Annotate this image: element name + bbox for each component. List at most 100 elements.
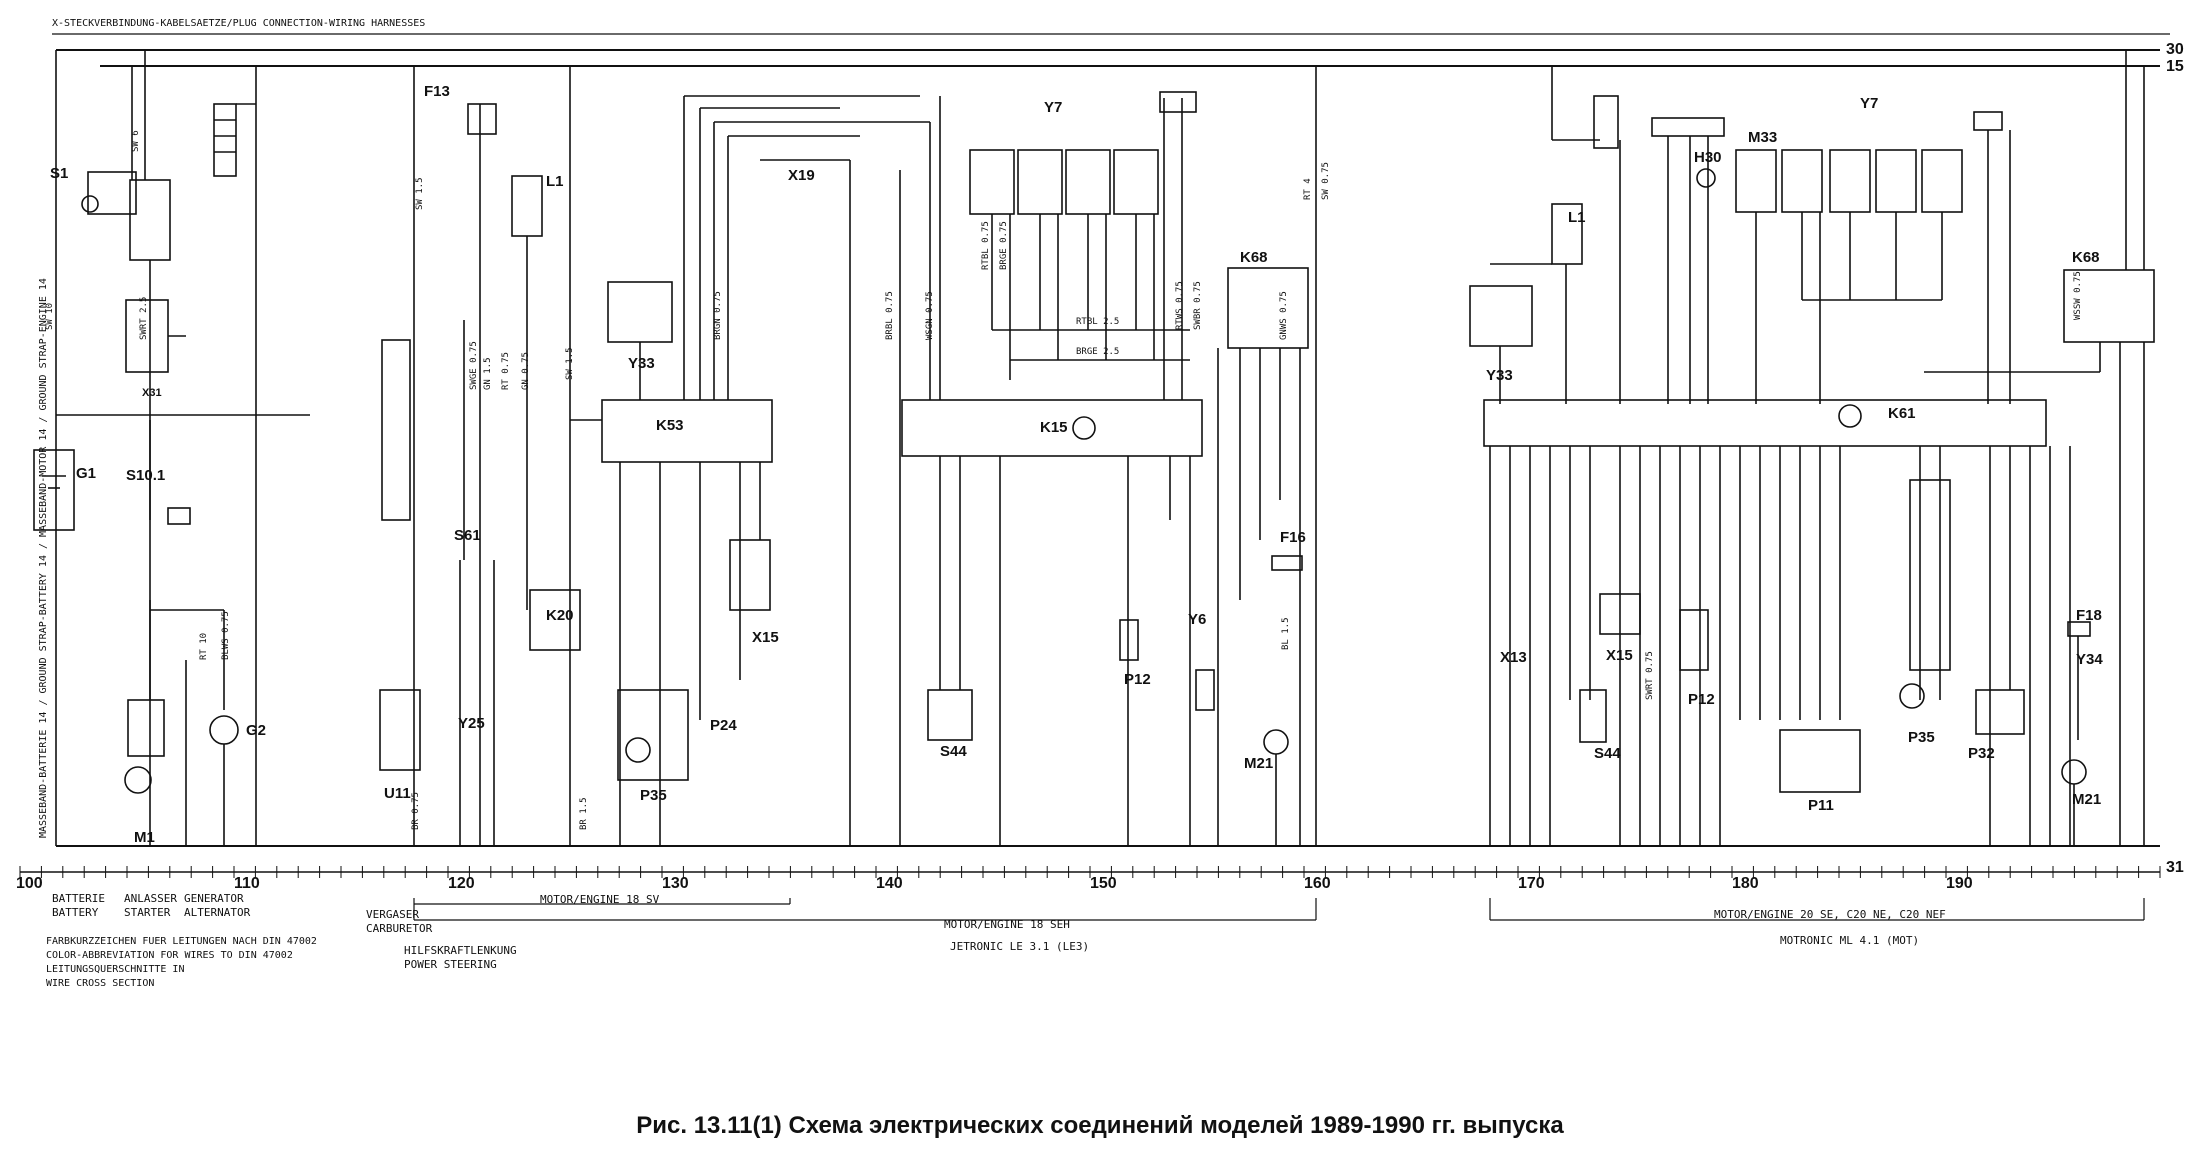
scale-190: 190 xyxy=(1946,875,1973,892)
svg-text:SW 10: SW 10 xyxy=(45,303,55,330)
svg-text:MOTRONIC ML 4.1 (MOT): MOTRONIC ML 4.1 (MOT) xyxy=(1780,934,1919,947)
svg-text:SW 1.5: SW 1.5 xyxy=(565,347,575,380)
svg-text:SWGE 0.75: SWGE 0.75 xyxy=(469,341,479,390)
section-brackets xyxy=(413,898,2145,921)
svg-text:JETRONIC LE 3.1 (LE3): JETRONIC LE 3.1 (LE3) xyxy=(950,940,1089,953)
rail-31-label: 31 xyxy=(2166,859,2184,876)
label-M1: M1 xyxy=(134,829,155,846)
label-K68-right: K68 xyxy=(2072,249,2100,266)
svg-text:BRBL 0.75: BRBL 0.75 xyxy=(885,291,895,340)
svg-text:MOTOR/ENGINE 18 SEH: MOTOR/ENGINE 18 SEH xyxy=(944,918,1070,931)
svg-text:BRGE 2.5: BRGE 2.5 xyxy=(1076,347,1119,357)
svg-text:SWBR 0.75: SWBR 0.75 xyxy=(1193,281,1203,330)
rail-15-label: 15 xyxy=(2166,58,2184,75)
section-carburetor xyxy=(379,66,773,846)
label-P32: P32 xyxy=(1968,745,1995,762)
label-M21-right: M21 xyxy=(2072,791,2101,808)
scale-bar: 100 110 120 130 140 150 160 170 180 190 xyxy=(16,866,2161,892)
label-S44-right: S44 xyxy=(1594,745,1621,762)
label-Y6: Y6 xyxy=(1188,611,1206,628)
label-P12-right: P12 xyxy=(1688,691,1715,708)
svg-text:RT 0.75: RT 0.75 xyxy=(501,352,511,390)
label-P35-left: P35 xyxy=(640,787,667,804)
svg-text:BLWS 0.75: BLWS 0.75 xyxy=(221,611,231,660)
svg-text:GN 1.5: GN 1.5 xyxy=(483,357,493,390)
label-X13: X13 xyxy=(1500,649,1527,666)
svg-text:WSGN 0.75: WSGN 0.75 xyxy=(925,291,935,340)
label-K68-left: K68 xyxy=(1240,249,1268,266)
rail-30-label: 30 xyxy=(2166,41,2184,58)
scale-170: 170 xyxy=(1518,875,1545,892)
label-Y33-right: Y33 xyxy=(1486,367,1513,384)
svg-text:BL 1.5: BL 1.5 xyxy=(1281,617,1291,650)
label-F13: F13 xyxy=(424,83,450,100)
label-G1: G1 xyxy=(76,465,96,482)
svg-text:RTBL 2.5: RTBL 2.5 xyxy=(1076,317,1119,327)
svg-text:RT 10: RT 10 xyxy=(199,633,209,660)
svg-text:GNWS 0.75: GNWS 0.75 xyxy=(1279,291,1289,340)
label-Y34: Y34 xyxy=(2076,651,2103,668)
label-X19-left: X19 xyxy=(788,167,815,184)
legend-bottom: BATTERIE BATTERY ANLASSER STARTER GENERA… xyxy=(52,892,1946,971)
label-F18: F18 xyxy=(2076,607,2102,624)
svg-text:WIRE CROSS SECTION: WIRE CROSS SECTION xyxy=(46,978,154,989)
label-P11: P11 xyxy=(1808,797,1834,814)
svg-text:WSSW 0.75: WSSW 0.75 xyxy=(2073,271,2083,320)
label-P24: P24 xyxy=(710,717,737,734)
scale-140: 140 xyxy=(876,875,903,892)
svg-text:SW 1.5: SW 1.5 xyxy=(415,177,425,210)
svg-text:LEITUNGSQUERSCHNITTE IN: LEITUNGSQUERSCHNITTE IN xyxy=(46,964,184,975)
svg-text:VERGASER: VERGASER xyxy=(366,908,419,921)
scale-180: 180 xyxy=(1732,875,1759,892)
svg-text:POWER STEERING: POWER STEERING xyxy=(404,958,497,971)
label-F16: F16 xyxy=(1280,529,1306,546)
label-Y33-left: Y33 xyxy=(628,355,655,372)
label-K53: K53 xyxy=(656,417,684,434)
svg-text:SW 0.75: SW 0.75 xyxy=(1321,162,1331,200)
label-Y7-right: Y7 xyxy=(1860,95,1878,112)
label-M21-left: M21 xyxy=(1244,755,1273,772)
svg-text:COLOR-ABBREVIATION FOR WIRES T: COLOR-ABBREVIATION FOR WIRES TO DIN 4700… xyxy=(46,950,293,961)
svg-text:MOTOR/ENGINE 18 SV: MOTOR/ENGINE 18 SV xyxy=(540,893,660,906)
scale-110: 110 xyxy=(234,875,260,892)
label-K61: K61 xyxy=(1888,405,1916,422)
svg-text:GENERATOR: GENERATOR xyxy=(184,892,244,905)
svg-text:SWRT 0.75: SWRT 0.75 xyxy=(1645,651,1655,700)
svg-text:BATTERIE: BATTERIE xyxy=(52,892,105,905)
section-motronic xyxy=(1469,50,2155,846)
label-S44-left: S44 xyxy=(940,743,967,760)
header-title: X-STECKVERBINDUNG-KABELSAETZE/PLUG CONNE… xyxy=(52,18,425,29)
section-battery xyxy=(33,50,310,846)
svg-text:RTWS 0.75: RTWS 0.75 xyxy=(1175,281,1185,330)
svg-text:BATTERY: BATTERY xyxy=(52,906,99,919)
svg-text:MOTOR/ENGINE 20 SE, C20 NE, C2: MOTOR/ENGINE 20 SE, C20 NE, C20 NEF xyxy=(1714,908,1946,921)
svg-text:FARBKURZZEICHEN FUER LEITUNGEN: FARBKURZZEICHEN FUER LEITUNGEN NACH DIN … xyxy=(46,936,317,947)
label-G2: G2 xyxy=(246,722,266,739)
label-K20: K20 xyxy=(546,607,574,624)
svg-text:HILFSKRAFTLENKUNG: HILFSKRAFTLENKUNG xyxy=(404,944,517,957)
label-M33: M33 xyxy=(1748,129,1777,146)
svg-text:BRGN 0.75: BRGN 0.75 xyxy=(713,291,723,340)
label-L1-left: L1 xyxy=(546,173,564,190)
svg-text:RT 4: RT 4 xyxy=(1303,178,1313,200)
svg-text:STARTER: STARTER xyxy=(124,906,171,919)
svg-text:MASSEBAND-BATTERIE 14 / GROUND: MASSEBAND-BATTERIE 14 / GROUND STRAP-BAT… xyxy=(38,278,49,838)
label-S10-1: S10.1 xyxy=(126,467,165,484)
rails xyxy=(56,49,2160,847)
svg-text:BR 1.5: BR 1.5 xyxy=(579,797,589,830)
scale-150: 150 xyxy=(1090,875,1117,892)
side-note: MASSEBAND-BATTERIE 14 / GROUND STRAP-BAT… xyxy=(38,278,49,838)
svg-text:ALTERNATOR: ALTERNATOR xyxy=(184,906,251,919)
label-S1: S1 xyxy=(50,165,68,182)
label-U11: U11 xyxy=(384,785,411,802)
wire-labels: SW 10 SW 6 SW 1.5 SWRT 2.5 RT 10 BLWS 0.… xyxy=(45,130,2083,830)
label-L1-right: L1 xyxy=(1568,209,1586,226)
figure-caption: Рис. 13.11(1) Схема электрических соедин… xyxy=(636,1112,1564,1139)
scale-120: 120 xyxy=(448,875,475,892)
label-X31: X31 xyxy=(142,387,162,399)
svg-text:BRGE 0.75: BRGE 0.75 xyxy=(999,221,1009,270)
svg-text:SW 6: SW 6 xyxy=(131,130,141,152)
svg-text:RTBL 0.75: RTBL 0.75 xyxy=(981,221,991,270)
label-X15-right: X15 xyxy=(1606,647,1633,664)
